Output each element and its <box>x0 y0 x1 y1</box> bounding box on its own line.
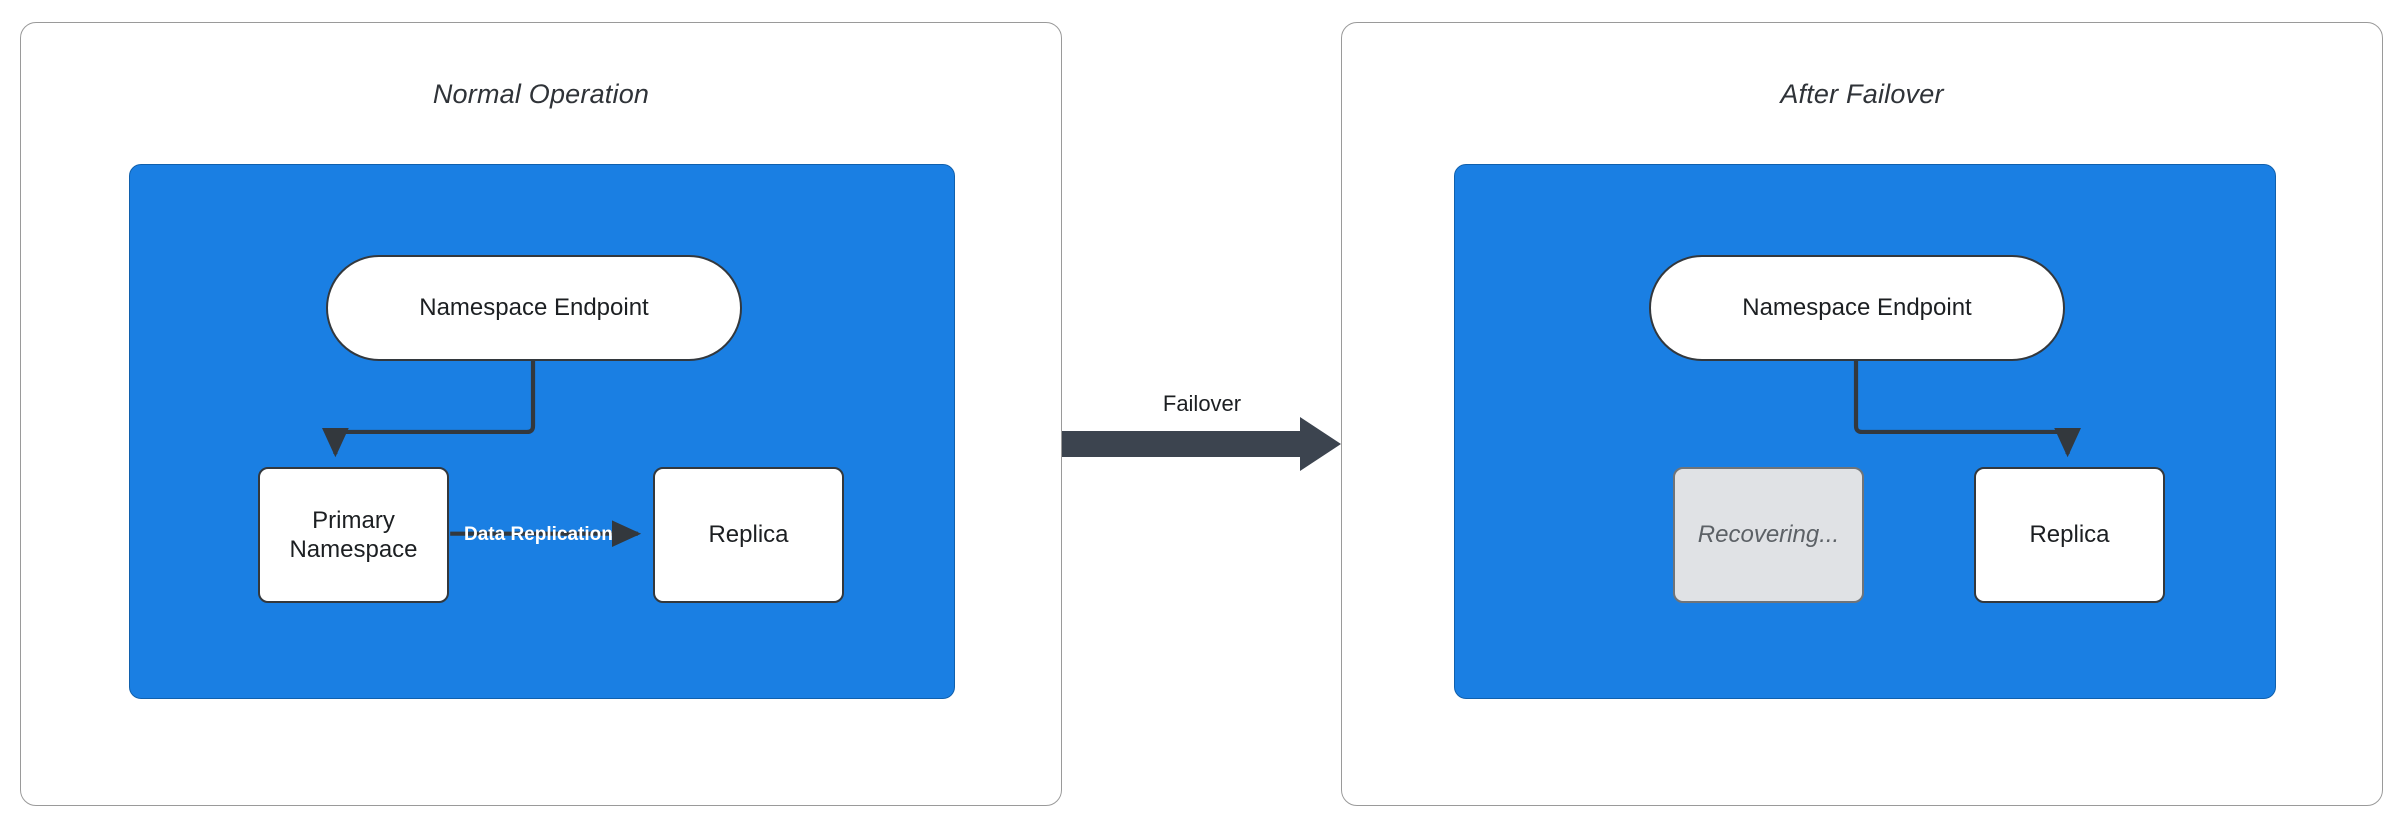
node-label-line1: Primary <box>312 506 395 534</box>
panel-title-normal-operation: Normal Operation <box>432 79 650 109</box>
failover-transition-arrow <box>1062 417 1341 471</box>
node-namespace-endpoint-failover[interactable]: Namespace Endpoint <box>1649 255 2065 361</box>
node-label-multiline: Primary Namespace <box>289 506 417 565</box>
panel-after-failover: After Failover Namespace Endpoint Recove… <box>1341 22 2383 806</box>
node-recovering[interactable]: Recovering... <box>1673 467 1864 603</box>
panel-title-after-failover: After Failover <box>1780 79 1944 109</box>
failover-transition-label: Failover <box>1162 391 1242 416</box>
node-replica-failover[interactable]: Replica <box>1974 467 2165 603</box>
panel-normal-operation: Normal Operation Namespace Endpoint <box>20 22 1062 806</box>
node-label: Replica <box>708 521 789 549</box>
node-label: Replica <box>2029 521 2110 549</box>
node-replica-normal[interactable]: Replica <box>653 467 844 603</box>
edge-label-data-replication: Data Replication <box>464 524 613 545</box>
node-label: Namespace Endpoint <box>419 294 649 322</box>
node-namespace-endpoint-normal[interactable]: Namespace Endpoint <box>326 255 742 361</box>
node-label-line2: Namespace <box>289 536 418 563</box>
node-primary-namespace[interactable]: Primary Namespace <box>258 467 449 603</box>
node-label: Recovering... <box>1697 521 1840 549</box>
region-blue-failover <box>1454 164 2276 699</box>
region-blue-normal <box>129 164 955 699</box>
node-label: Namespace Endpoint <box>1742 294 1972 322</box>
